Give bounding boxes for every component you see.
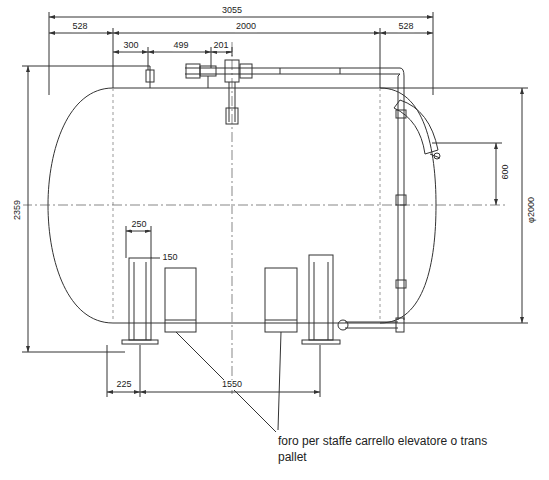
- dimension-label: φ2000: [527, 196, 537, 224]
- manway: [394, 100, 438, 154]
- saddle-right: [309, 255, 333, 340]
- dimension-label: 3055: [221, 6, 243, 16]
- dimension-label: 2000: [235, 22, 257, 32]
- dimension-label: 528: [71, 22, 88, 32]
- fork-pocket: [265, 268, 297, 332]
- dimension-label: 150: [161, 253, 178, 263]
- dimension-label: 250: [130, 220, 147, 230]
- dimension-label: 201: [212, 41, 229, 51]
- dimension-label: 1550: [221, 380, 243, 390]
- dimension-label: 2359: [13, 199, 23, 221]
- dimension-label: 225: [115, 380, 132, 390]
- note-label: foro per staffe carrello elevatore o tra…: [278, 434, 498, 465]
- fork-pocket: [165, 268, 196, 332]
- dimension-label: 600: [501, 163, 511, 180]
- tank-shell: [48, 88, 436, 323]
- dimension-label: 499: [172, 41, 189, 51]
- dimension-label: 528: [397, 22, 414, 32]
- dimension-label: 300: [122, 41, 139, 51]
- saddle-left: [129, 258, 151, 340]
